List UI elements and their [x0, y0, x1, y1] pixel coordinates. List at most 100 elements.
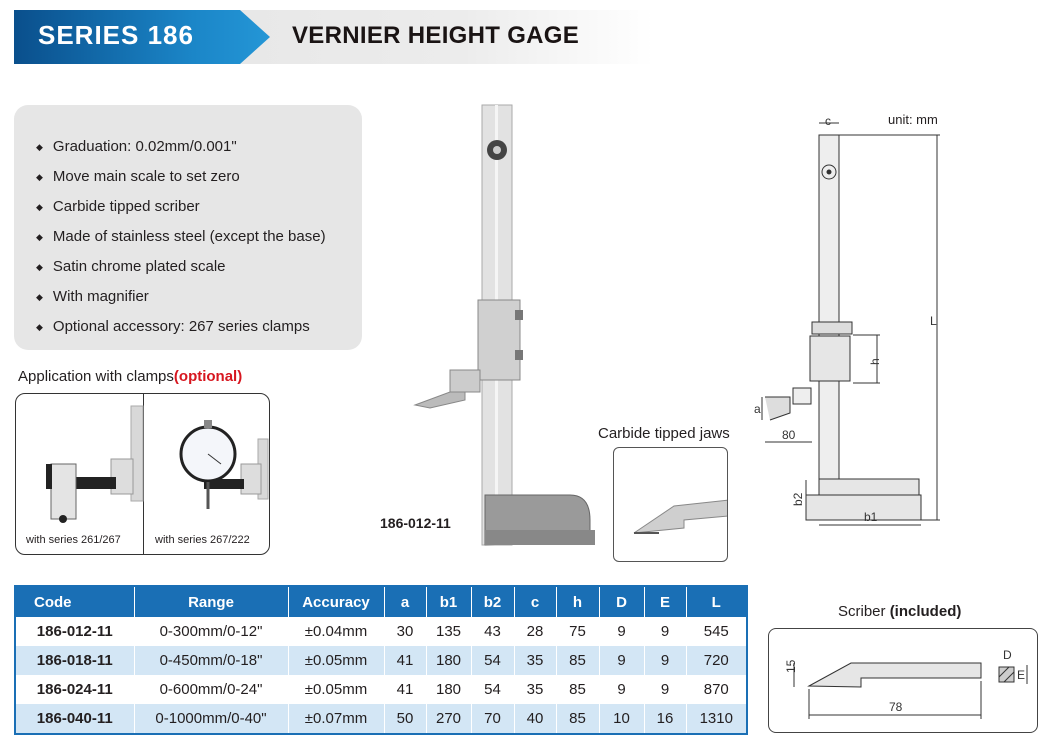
column-header: h	[556, 586, 600, 617]
feature-text: Made of stainless steel (except the base…	[52, 228, 326, 245]
page-title: VERNIER HEIGHT GAGE	[292, 22, 580, 49]
scriber-drawing-box: 15 78 D E	[768, 628, 1038, 733]
table-cell: ±0.07mm	[288, 704, 385, 734]
column-header: Range	[134, 586, 289, 617]
dim-L: L	[930, 314, 937, 328]
table-cell: 1310	[686, 704, 748, 734]
scriber-drawing: 15 78 D E	[784, 648, 1028, 719]
scriber-title: Scriber (included)	[838, 603, 961, 620]
caption-261-267: with series 261/267	[26, 534, 121, 546]
table-cell: 85	[556, 646, 600, 675]
application-images: with series 261/267 with series 267/222	[15, 393, 270, 555]
diamond-bullet-icon: ◆	[36, 262, 43, 272]
table-cell: 10	[599, 704, 645, 734]
dim-h: h	[868, 358, 882, 365]
feature-item: ◆ Graduation: 0.02mm/0.001"	[36, 132, 362, 162]
feature-item: ◆ With magnifier	[36, 282, 362, 312]
series-banner	[14, 10, 270, 64]
code-cell: 186-012-11	[15, 617, 135, 646]
table-cell: 30	[384, 617, 427, 646]
table-cell: 180	[426, 675, 472, 704]
table-cell: 9	[599, 646, 645, 675]
table-cell: 41	[384, 675, 427, 704]
height-gage-photo	[413, 104, 595, 546]
table-cell: 0-1000mm/0-40"	[134, 704, 289, 734]
table-cell: 545	[686, 617, 748, 646]
column-header: D	[599, 586, 645, 617]
dim-b2: b2	[791, 492, 805, 506]
feature-item: ◆ Made of stainless steel (except the bas…	[36, 222, 362, 252]
caption-267-222: with series 267/222	[155, 534, 250, 546]
feature-text: Move main scale to set zero	[52, 168, 240, 185]
included-label: (included)	[889, 603, 962, 620]
optional-label: (optional)	[173, 368, 243, 385]
dim-80: 80	[782, 428, 796, 442]
table-cell: 28	[514, 617, 557, 646]
clamp-application-images	[46, 405, 269, 523]
table-cell: 40	[514, 704, 557, 734]
table-cell: 0-600mm/0-24"	[134, 675, 289, 704]
application-title-text: Application with clamps	[18, 368, 174, 385]
table-cell: 0-300mm/0-12"	[134, 617, 289, 646]
feature-text: Optional accessory: 267 series clamps	[52, 318, 310, 335]
jaw-tip-drawing	[633, 499, 730, 534]
table-cell: 16	[644, 704, 687, 734]
diamond-bullet-icon: ◆	[36, 142, 43, 152]
column-header: a	[384, 586, 427, 617]
column-header: E	[644, 586, 687, 617]
column-header: L	[686, 586, 748, 617]
dim-c: c	[825, 115, 831, 128]
table-cell: 35	[514, 646, 557, 675]
table-cell: 180	[426, 646, 472, 675]
column-header: Accuracy	[288, 586, 385, 617]
diamond-bullet-icon: ◆	[36, 202, 43, 212]
table-cell: 9	[599, 675, 645, 704]
feature-text: Satin chrome plated scale	[52, 258, 226, 275]
feature-item: ◆ Satin chrome plated scale	[36, 252, 362, 282]
table-cell: 43	[471, 617, 515, 646]
table-cell: 720	[686, 646, 748, 675]
column-header: b1	[426, 586, 472, 617]
table-cell: 85	[556, 704, 600, 734]
feature-item: ◆ Move main scale to set zero	[36, 162, 362, 192]
table-cell: 75	[556, 617, 600, 646]
diamond-bullet-icon: ◆	[36, 172, 43, 182]
feature-list-panel: ◆ Graduation: 0.02mm/0.001" ◆ Move main sca…	[14, 105, 362, 350]
table-cell: 54	[471, 675, 515, 704]
column-header: c	[514, 586, 557, 617]
column-header: b2	[471, 586, 515, 617]
jaws-label: Carbide tipped jaws	[598, 425, 730, 442]
feature-text: Graduation: 0.02mm/0.001"	[52, 138, 237, 155]
table-cell: 85	[556, 675, 600, 704]
table-cell: 0-450mm/0-18"	[134, 646, 289, 675]
diamond-bullet-icon: ◆	[36, 232, 43, 242]
code-cell: 186-018-11	[15, 646, 135, 675]
table-cell: 35	[514, 675, 557, 704]
table-cell: 270	[426, 704, 472, 734]
table-cell: 70	[471, 704, 515, 734]
diamond-bullet-icon: ◆	[36, 292, 43, 302]
table-cell: ±0.05mm	[288, 675, 385, 704]
column-header: Code	[15, 586, 135, 617]
scriber-dim-15: 15	[784, 659, 798, 673]
dim-b1: b1	[864, 510, 878, 524]
table-cell: ±0.04mm	[288, 617, 385, 646]
carbide-jaws-image	[613, 447, 730, 562]
diamond-bullet-icon: ◆	[36, 322, 43, 332]
scriber-title-text: Scriber	[838, 603, 890, 620]
feature-list: ◆ Graduation: 0.02mm/0.001" ◆ Move main sca…	[14, 105, 362, 342]
dim-a: a	[754, 402, 761, 416]
feature-text: With magnifier	[52, 288, 149, 305]
table-cell: ±0.05mm	[288, 646, 385, 675]
series-label: SERIES 186	[38, 20, 194, 50]
unit-label: unit: mm	[888, 112, 938, 127]
table-cell: 9	[644, 675, 687, 704]
table-cell: 9	[644, 617, 687, 646]
table-cell: 9	[599, 617, 645, 646]
feature-item: ◆Carbide tipped scriber	[36, 192, 362, 222]
